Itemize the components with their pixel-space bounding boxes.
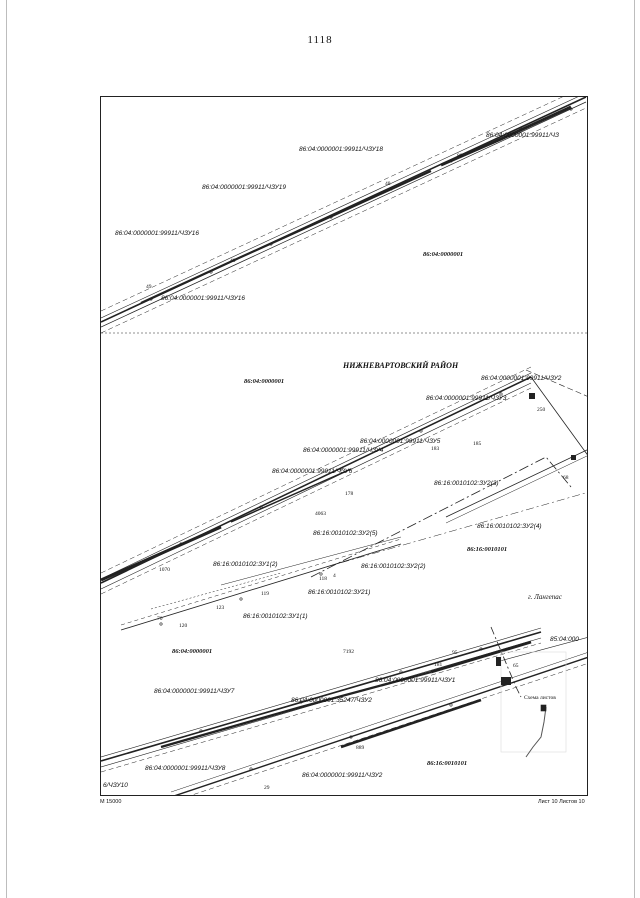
point-label-119: 119 [261, 591, 270, 597]
map-scale: М 15000 [100, 799, 122, 805]
plot-label-z3u1-1: 86:16:0010102:ЗУ1(1) [243, 613, 308, 620]
plot-label-zu8: 86:04:0000001:99911/ЧЗУ8 [145, 765, 226, 772]
inset-scheme [500, 651, 567, 758]
plot-label-partial-right: 85:04:000 [550, 636, 579, 643]
cadastral-map: 86:04:0000001:99911/ЧЗУ18 86:04:0000001:… [100, 96, 588, 796]
point-label-80: 80 [457, 153, 463, 159]
town-boundary [310, 456, 572, 578]
point-label-4: 4 [333, 573, 336, 579]
upper-corridor [101, 97, 587, 334]
point-label-65: 65 [513, 663, 519, 669]
quarter-label-top-right: 86:04:0000001 [423, 251, 464, 258]
point-label-889: 889 [356, 745, 365, 751]
plot-label-z3u2-4: 86:16:0010102:ЗУ2(4) [477, 523, 542, 530]
point-label-40: 40 [230, 258, 236, 264]
plot-label-zu18: 86:04:0000001:99911/ЧЗУ18 [299, 146, 384, 153]
number-7192: 7192 [343, 649, 354, 655]
quarter-label-bottom-left: 86:04:0000001 [172, 648, 213, 655]
inset-caption: Схема листов [524, 695, 556, 701]
point-label-48: 48 [385, 181, 391, 187]
plot-label-z3u2-2: 86:16:0010102:ЗУ2(2) [361, 563, 426, 570]
scan-edge-right [634, 0, 635, 898]
number-29: 29 [264, 785, 270, 791]
lower-branch [120, 449, 587, 631]
plot-label-zu7: 86:04:0000001:99911/ЧЗУ7 [154, 688, 235, 695]
point-label-183: 183 [431, 446, 440, 452]
point-label-178: 178 [345, 491, 354, 497]
point-label-95: 95 [452, 650, 458, 656]
plot-label-zu-top-right: 86:04:0000001:99911/ЧЗ [486, 132, 559, 139]
plot-label-z3u21: 86:16:0010102:ЗУ21) [308, 589, 371, 596]
plot-label-zu16-b: 86:04:0000001:99911/ЧЗУ16 [161, 295, 246, 302]
point-label-181: 181 [434, 662, 443, 668]
plot-label-zu2-bottom: 86:04:0000001:99911/ЧЗУ2 [302, 772, 383, 779]
sheet-number: Лист 10 Листов 10 [538, 799, 585, 805]
point-label-250: 250 [537, 407, 546, 413]
plot-label-zu2-top: 86:04:0000001:99911/ЧЗУ2 [481, 375, 562, 382]
plot-label-zu16-a: 86:04:0000001:99911/ЧЗУ16 [115, 230, 200, 237]
plot-label-zu19: 86:04:0000001:99911/ЧЗУ19 [202, 184, 287, 191]
point-label-70: 70 [157, 616, 163, 622]
region-name: НИЖНЕВАРТОВСКИЙ РАЙОН [343, 361, 459, 370]
middle-corridor [101, 366, 587, 595]
page-number: 1118 [307, 34, 333, 46]
point-label-68: 68 [563, 475, 569, 481]
plot-label-zu10: 6/ЧЗУ10 [103, 782, 128, 789]
bottom-corridor [101, 626, 587, 795]
quarter-label-mid-right: 86:16:0010101 [467, 546, 508, 553]
point-label-1070: 1070 [159, 567, 170, 573]
point-label-185: 185 [473, 441, 482, 447]
plot-label-zu3: 86:04:0000001:99911/ЧЗУ3 [426, 395, 507, 402]
scan-edge-left [6, 0, 7, 898]
quarter-label-bottom-right: 86:16:0010101 [427, 760, 468, 767]
quarter-label-mid-left: 86:04:0000001 [244, 378, 285, 385]
plot-label-zu5: 86:04:0000001:99911/ЧЗУ5 [360, 438, 441, 445]
point-label-49: 49 [146, 284, 152, 290]
plot-label-z3u1-2: 86:16:0010102:ЗУ1(2) [213, 561, 278, 568]
plot-label-z3u2-3: 86:16:0010102:ЗУ2(3) [434, 480, 499, 487]
plot-label-zu1: 86:04:0000001:99911/ЧЗУ1 [375, 677, 456, 684]
station-blocks [496, 393, 576, 685]
plot-label-cad-35247: 86:04:0000001:35247/ЧЗУ2 [291, 697, 372, 704]
point-label-118: 118 [319, 576, 328, 582]
map-linework [101, 97, 587, 795]
vertex-markers [149, 107, 573, 771]
plot-label-z3u2-5: 86:16:0010102:ЗУ2(5) [313, 530, 378, 537]
plot-label-zu4: 86:04:0000001:99911/ЧЗУ4 [303, 447, 384, 454]
point-label-120: 120 [179, 623, 188, 629]
plot-label-zu6: 86:04:0000001:99911/ЧЗУ6 [272, 468, 353, 475]
point-label-123: 123 [216, 605, 225, 611]
town-name: г. Лангепас [528, 593, 562, 601]
point-label-4063: 4063 [315, 511, 326, 517]
